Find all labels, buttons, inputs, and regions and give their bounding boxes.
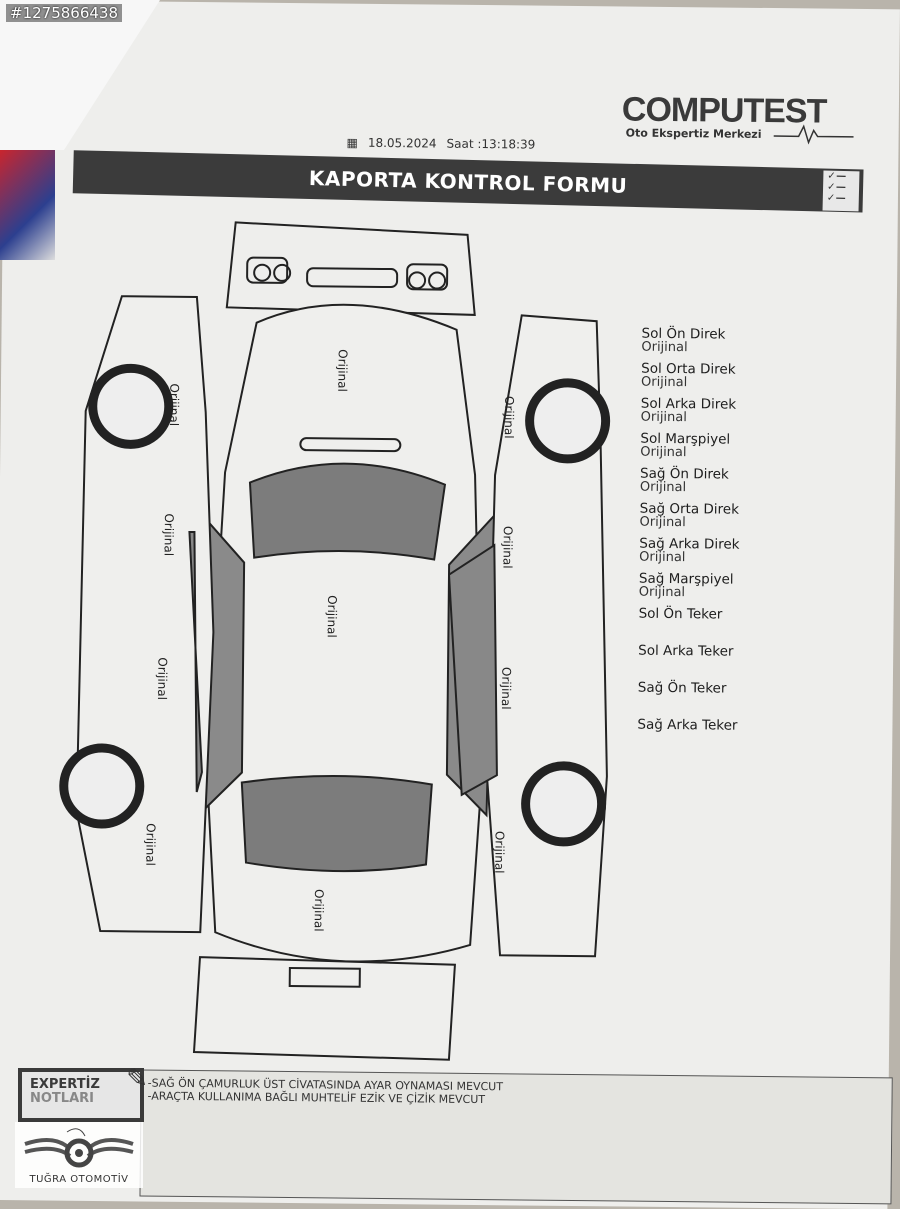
label-left-front-fender: Orijinal (166, 383, 182, 427)
front-view (225, 221, 476, 316)
form-title-banner: KAPORTA KONTROL FORMU ✓—✓—✓— (72, 150, 864, 213)
status-item: Sol Arka Teker (638, 642, 739, 682)
car-body-diagram (59, 221, 611, 1061)
status-item: Sağ Arka Teker (637, 716, 738, 754)
status-item: Sol Ön Teker (638, 605, 739, 645)
background-flag (0, 150, 55, 260)
part-status: Orijinal (639, 479, 687, 496)
part-status: Orijinal (641, 339, 688, 356)
pencil-icon: ✎ (126, 1064, 148, 1094)
checklist-icon: ✓—✓—✓— (822, 170, 860, 212)
heading-line1: EXPERTİZ (30, 1077, 100, 1092)
expertise-notes-box: -SAĞ ÖN ÇAMURLUK ÜST CİVATASINDA AYAR OY… (139, 1069, 893, 1205)
part-status: Orijinal (639, 549, 686, 566)
part-status: Orijinal (639, 514, 686, 531)
label-hood: Orijinal (335, 349, 350, 392)
part-name: Sol Ön Teker (638, 605, 723, 623)
report-date: 18.05.2024 (367, 135, 437, 151)
status-item: Sağ Ön Teker (637, 679, 739, 719)
part-name: Sol Arka Teker (638, 642, 734, 660)
watermark-text: TUĞRA OTOMOTİV (29, 1174, 129, 1185)
label-left-rear-fender: Orijinal (143, 823, 158, 866)
form-title: KAPORTA KONTROL FORMU (308, 165, 628, 198)
image-id: #1275866438 (6, 4, 123, 22)
label-right-front-fender: Orijinal (501, 395, 517, 439)
part-name: Sağ Arka Teker (637, 716, 738, 734)
dealer-watermark: TUĞRA OTOMOTİV (15, 1122, 143, 1188)
part-status: Orijinal (638, 584, 686, 601)
label-right-rear-fender: Orijinal (492, 830, 507, 874)
heading-line2: NOTLARI (30, 1091, 94, 1106)
winged-wheel-logo (24, 1128, 134, 1168)
report-time: Saat :13:18:39 (446, 136, 536, 152)
wheels (59, 363, 611, 847)
report-datetime: ▦ 18.05.2024 Saat :13:18:39 (346, 136, 545, 152)
rear-view (192, 956, 456, 1061)
logo-subtitle: Oto Ekspertiz Merkezi (625, 126, 762, 141)
heartbeat-icon (773, 124, 854, 145)
part-status: Orijinal (640, 444, 687, 461)
part-status: Orijinal (640, 374, 688, 391)
label-right-rear-door: Orijinal (498, 666, 514, 710)
label-trunk: Orijinal (311, 888, 327, 932)
label-roof: Orijinal (324, 595, 340, 638)
label-left-front-door: Orijinal (161, 513, 176, 557)
calendar-icon: ▦ (346, 135, 358, 150)
part-name: Sağ Ön Teker (637, 679, 727, 697)
label-left-rear-door: Orijinal (155, 657, 170, 701)
label-right-front-door: Orijinal (500, 525, 515, 569)
part-status: Orijinal (640, 409, 687, 426)
